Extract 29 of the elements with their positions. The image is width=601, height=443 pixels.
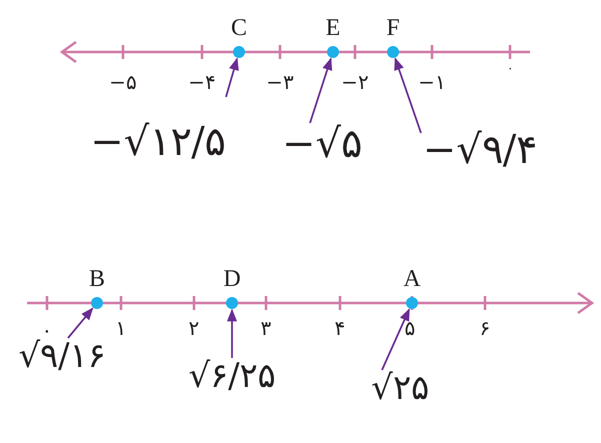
tick-label: ۵ <box>404 318 416 338</box>
arrow <box>225 58 239 98</box>
tick-label: ۴ <box>334 318 346 338</box>
point-letter: A <box>403 265 421 293</box>
tick-label: −۲ <box>341 72 369 92</box>
arrow <box>226 308 238 358</box>
tick-label: −۴ <box>188 72 216 92</box>
tick-label: −۵ <box>109 72 137 92</box>
root-expression: −√۱۲/۵ <box>90 119 226 165</box>
point-letter: D <box>223 265 241 293</box>
tick-label: ۲ <box>188 318 200 338</box>
root-expression: √۶/۲۵ <box>188 356 276 396</box>
root-expression: −√۵ <box>282 121 362 167</box>
arrow <box>394 57 422 134</box>
tick-label: ۶ <box>480 318 490 338</box>
tick-label: ۰ <box>507 62 513 74</box>
point-letter: C <box>230 14 247 42</box>
root-expression: −√۹/۴ <box>422 127 538 173</box>
tick-label: ۱ <box>116 318 126 338</box>
tick-label: −۳ <box>266 72 294 92</box>
arrow <box>67 307 94 339</box>
root-expression: √۲۵ <box>371 368 429 408</box>
point-letter: E <box>326 14 340 42</box>
tick-label: −۱ <box>418 72 446 92</box>
point-letter: F <box>386 14 400 42</box>
arrow <box>309 57 332 124</box>
arrow <box>381 308 410 370</box>
tick-label: ۳ <box>260 318 272 338</box>
point-letter: B <box>88 265 105 293</box>
